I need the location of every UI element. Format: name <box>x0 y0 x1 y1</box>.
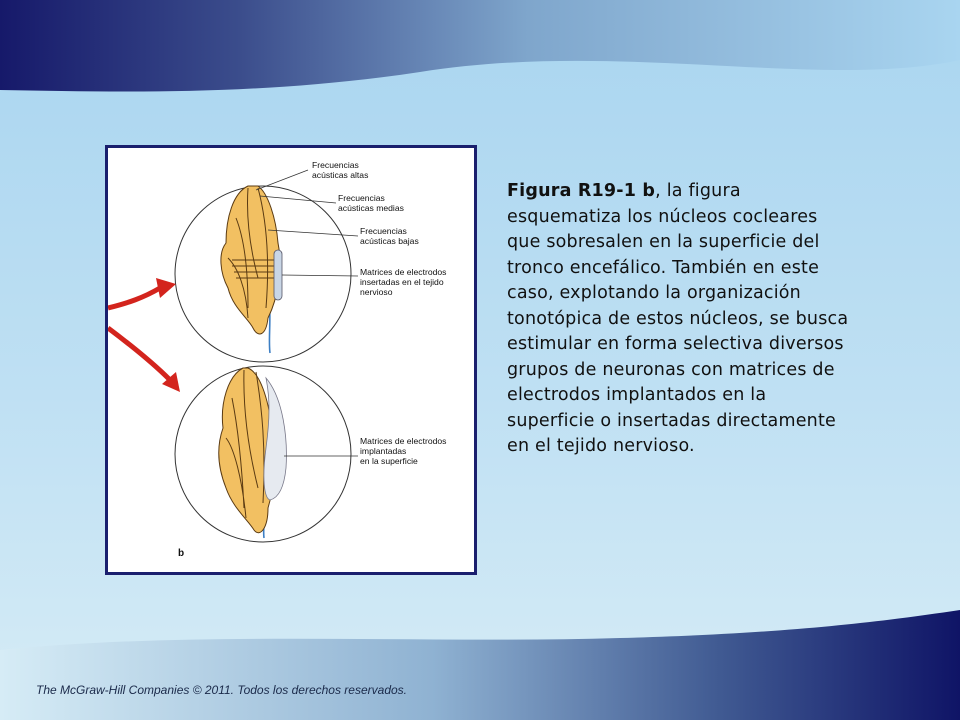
label-low-frequencies-line2: acústicas bajas <box>360 236 419 246</box>
panel-letter: b <box>178 548 184 559</box>
label-mid-frequencies-line1: Frecuencias <box>338 193 385 203</box>
figure-panel: Frecuencias acústicas altas Frecuencias … <box>105 145 477 575</box>
top-magnified-view <box>174 169 359 363</box>
label-low-frequencies-line1: Frecuencias <box>360 226 407 236</box>
bottom-decorative-band <box>0 610 960 720</box>
label-mid-frequencies-line2: acústicas medias <box>338 203 404 213</box>
top-decorative-band <box>0 0 960 120</box>
label-inserted-electrodes-line2: insertadas en el tejido <box>360 277 444 287</box>
red-arrows <box>108 278 180 392</box>
label-high-frequencies-line1: Frecuencias <box>312 160 359 170</box>
inserted-electrode-array <box>273 249 283 301</box>
label-surface-electrodes-line2: implantadas <box>360 446 406 456</box>
surface-electrode-array <box>263 376 287 501</box>
label-inserted-electrodes-line1: Matrices de electrodos <box>360 267 446 277</box>
label-surface-electrodes-line1: Matrices de electrodos <box>360 436 446 446</box>
figure-id: Figura R19-1 b <box>507 181 656 201</box>
caption-text: , la figura esquematiza los núcleos cocl… <box>507 181 849 456</box>
figure-caption: Figura R19-1 b, la figura esquematiza lo… <box>507 179 852 460</box>
label-surface-electrodes-line3: en la superficie <box>360 456 418 466</box>
copyright-footer: The McGraw-Hill Companies © 2011. Todos … <box>36 683 408 697</box>
bottom-magnified-view <box>174 365 358 543</box>
label-high-frequencies-line2: acústicas altas <box>312 170 368 180</box>
label-inserted-electrodes-line3: nervioso <box>360 287 393 297</box>
